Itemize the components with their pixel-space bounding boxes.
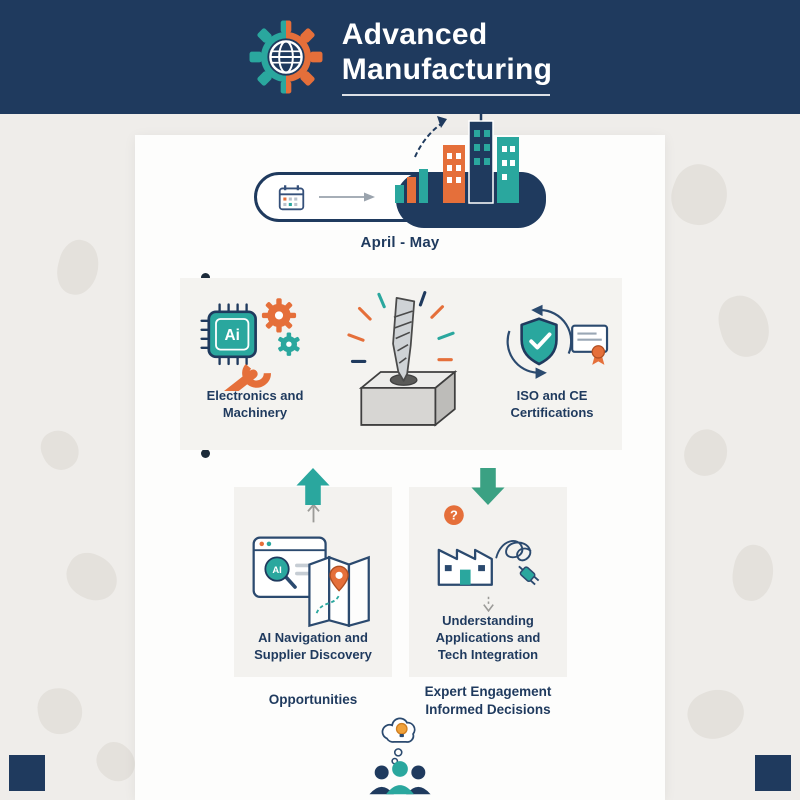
thin-down-arrow-icon [482, 596, 494, 612]
ai-navigation-map-icon: AI [252, 536, 370, 628]
bullet-dot [201, 273, 210, 282]
question-mark-text: ? [450, 508, 458, 523]
caption-opportunities: Opportunities [268, 692, 358, 707]
caption-engagement: Expert Engagement Informed Decisions [424, 684, 552, 717]
browser-ai-text: AI [272, 565, 281, 576]
feature-box-opportunities: AI AI Navigation and Supplier Discovery [234, 468, 392, 677]
timeline-pill [254, 109, 546, 228]
background-blob [712, 289, 776, 363]
feature-box-engagement: ? Understanding Applications and Tech In… [409, 468, 567, 677]
header-title-block: Advanced Manufacturing [341, 18, 553, 96]
background-blob [676, 422, 736, 484]
calendar-icon [278, 184, 305, 210]
date-range-label: April - May [360, 234, 440, 251]
chip-ai-text: Ai [225, 327, 240, 344]
certification-cycle-icon [506, 304, 609, 379]
background-blob [663, 157, 736, 233]
city-growth-icon [395, 109, 519, 204]
feature-box-label: Understanding Applications and Tech Inte… [435, 612, 541, 662]
title-underline [341, 93, 550, 96]
gear-globe-logo-icon [249, 20, 323, 94]
ai-chip-gears-icon: Ai [200, 298, 300, 391]
focus-item-label: Electronics and Machinery [206, 388, 304, 420]
focus-panel: Ai [180, 278, 622, 450]
background-blob [51, 235, 105, 300]
background-blob [681, 681, 751, 747]
background-blob [35, 424, 85, 476]
focus-item-label: ISO and CE Certifications [510, 388, 594, 420]
arrow-right-icon [319, 192, 375, 202]
up-arrow-icon [296, 468, 330, 505]
corner-mark [755, 755, 791, 791]
header-title-line1: Advanced [341, 18, 488, 52]
drill-bit-icon [347, 291, 458, 427]
background-blob [728, 541, 778, 605]
thin-up-arrow-icon [306, 503, 320, 523]
background-blob [58, 545, 126, 609]
team-idea-icon [369, 717, 431, 795]
corner-mark [9, 755, 45, 791]
header-title-line2: Manufacturing [341, 53, 553, 86]
bullet-dot [201, 449, 210, 458]
factory-tech-integration-icon: ? [437, 505, 540, 586]
background-blob [34, 684, 86, 738]
feature-box-label: AI Navigation and Supplier Discovery [254, 629, 372, 662]
infographic-card: April - May [135, 109, 665, 800]
header-banner: Advanced Manufacturing [0, 0, 800, 114]
down-arrow-icon [471, 468, 505, 505]
